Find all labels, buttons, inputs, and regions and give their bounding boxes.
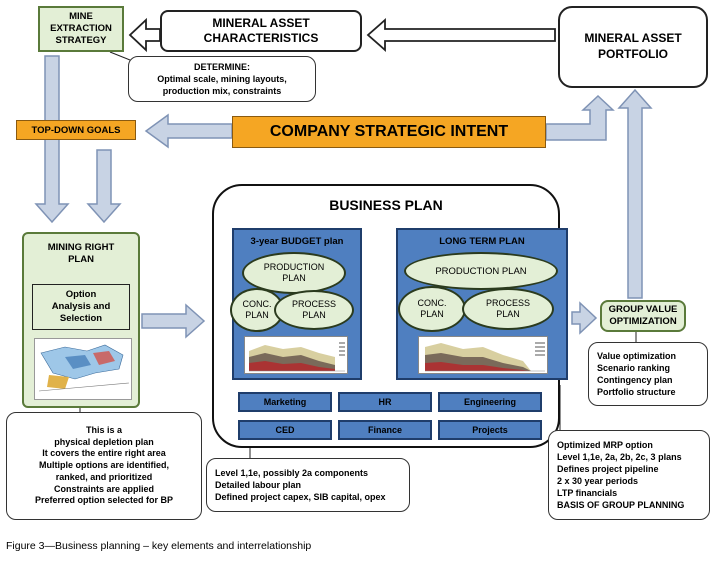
budget-note-2: Detailed labour plan (215, 479, 302, 490)
mine-extraction-line3: STRATEGY (55, 34, 107, 46)
budget-process-line1: PROCESS (291, 299, 336, 310)
budget-production-line1: PRODUCTION (263, 262, 325, 273)
longterm-production-plan: PRODUCTION PLAN (404, 252, 558, 290)
long-term-plan-box: LONG TERM PLAN PRODUCTION PLAN CONC. PLA… (396, 228, 568, 380)
dept-engineering: Engineering (438, 392, 542, 412)
budget-note-1: Level 1,1e, possibly 2a components (215, 467, 369, 478)
mining-map-thumbnail (34, 338, 132, 400)
portfolio-line1: MINERAL ASSET (584, 31, 682, 46)
longterm-production-label: PRODUCTION PLAN (435, 265, 527, 277)
top-down-goals-label: TOP-DOWN GOALS (31, 124, 121, 136)
long-term-plan-title: LONG TERM PLAN (439, 235, 525, 247)
business-plan-title: BUSINESS PLAN (329, 197, 443, 213)
option-analysis-box: Option Analysis and Selection (32, 284, 130, 330)
option-line3: Selection (59, 312, 103, 324)
group-value-line1: GROUP VALUE (608, 304, 678, 316)
group-note-3: Contingency plan (597, 375, 673, 385)
arrow-goals-down (86, 149, 122, 224)
group-value-optimization-box: GROUP VALUE OPTIMIZATION (600, 300, 686, 332)
dept-hr: HR (338, 392, 432, 412)
option-line2: Analysis and (51, 301, 111, 313)
budget-production-plan: PRODUCTION PLAN (242, 252, 346, 294)
depletion-note-2: physical depletion plan (54, 436, 154, 447)
budget-chart-thumbnail (244, 336, 348, 374)
mrp-note-5: LTP financials (557, 488, 618, 499)
arrow-portfolio-to-characteristics (366, 18, 556, 52)
depletion-note-5: ranked, and prioritized (55, 471, 153, 482)
depletion-notes: This is a physical depletion plan It cov… (6, 412, 202, 520)
group-value-notes: Value optimization Scenario ranking Cont… (588, 342, 708, 406)
arrow-group-up (617, 88, 653, 299)
group-note-4: Portfolio structure (597, 387, 676, 398)
longterm-process-line2: PLAN (496, 309, 520, 319)
mrp-note-4: 2 x 30 year periods (557, 476, 639, 486)
mineral-asset-characteristics-box: MINERAL ASSET CHARACTERISTICS (160, 10, 362, 52)
budget-process-line2: PLAN (302, 310, 326, 320)
longterm-process-plan: PROCESS PLAN (462, 288, 554, 330)
mine-extraction-line2: EXTRACTION (50, 23, 112, 35)
mine-extraction-strategy-box: MINE EXTRACTION STRATEGY (38, 6, 124, 52)
longterm-conc-line2: PLAN (420, 309, 444, 319)
budget-conc-line2: PLAN (245, 310, 269, 320)
portfolio-line2: PORTFOLIO (598, 47, 668, 61)
mining-right-plan-title: MINING RIGHT PLAN (24, 240, 138, 268)
arrow-longterm-to-group (571, 301, 598, 335)
mrp-note-1: Optimized MRP option (557, 439, 653, 450)
mining-right-plan-box: MINING RIGHT PLAN Option Analysis and Se… (22, 232, 140, 408)
top-down-goals-box: TOP-DOWN GOALS (16, 120, 136, 140)
company-strategic-intent-box: COMPANY STRATEGIC INTENT (232, 116, 546, 148)
longterm-conc-line1: CONC. (417, 298, 447, 309)
mining-right-line2: PLAN (68, 254, 94, 265)
figure-caption: Figure 3—Business planning – key element… (6, 540, 312, 552)
budget-note-3: Defined project capex, SIB capital, opex (215, 492, 386, 503)
mrp-note-6: BASIS OF GROUP PLANNING (557, 500, 685, 511)
longterm-conc-plan: CONC. PLAN (398, 286, 466, 332)
mining-right-line1: MINING RIGHT (47, 242, 115, 254)
determine-line3: production mix, constraints (162, 86, 282, 97)
depletion-note-6: Constraints are applied (53, 483, 155, 494)
budget-chart-graphic (249, 342, 345, 372)
determine-note: DETERMINE: Optimal scale, mining layouts… (128, 56, 316, 102)
longterm-process-line1: PROCESS (485, 298, 530, 309)
budget-plan-title: 3-year BUDGET plan (250, 235, 344, 247)
mrp-note-3: Defines project pipeline (557, 463, 659, 474)
group-note-1: Value optimization (597, 350, 677, 361)
budget-plan-box: 3-year BUDGET plan PRODUCTION PLAN CONC.… (230, 228, 362, 380)
group-note-2: Scenario ranking (597, 362, 671, 373)
characteristics-line1: MINERAL ASSET (212, 16, 310, 30)
dept-ced: CED (238, 420, 332, 440)
arrow-mrp-to-budget (141, 303, 206, 339)
mrp-notes: Optimized MRP option Level 1,1e, 2a, 2b,… (548, 430, 710, 520)
arrow-intent-to-goals (144, 113, 233, 149)
dept-finance: Finance (338, 420, 432, 440)
budget-production-line2: PLAN (282, 273, 306, 283)
arrow-characteristics-to-extraction (128, 17, 161, 53)
budget-process-plan: PROCESS PLAN (274, 290, 354, 330)
mineral-asset-portfolio-box: MINERAL ASSET PORTFOLIO (558, 6, 708, 88)
longterm-chart-graphic (425, 342, 545, 372)
determine-line2: Optimal scale, mining layouts, (157, 73, 287, 84)
determine-line1: DETERMINE: (194, 61, 250, 72)
depletion-note-3: It covers the entire right area (42, 448, 166, 459)
mrp-note-2: Level 1,1e, 2a, 2b, 2c, 3 plans (557, 451, 682, 462)
arrow-intent-to-portfolio (545, 94, 615, 141)
dept-projects: Projects (438, 420, 542, 440)
depletion-note-1: This is a (85, 425, 122, 436)
budget-notes: Level 1,1e, possibly 2a components Detai… (206, 458, 410, 512)
depletion-note-4: Multiple options are identified, (38, 460, 169, 471)
mine-extraction-line1: MINE (69, 11, 93, 23)
option-line1: Option (65, 289, 97, 301)
group-value-line2: OPTIMIZATION (609, 316, 677, 327)
dept-marketing: Marketing (238, 392, 332, 412)
company-strategic-intent-label: COMPANY STRATEGIC INTENT (269, 123, 509, 140)
depletion-note-7: Preferred option selected for BP (34, 495, 174, 506)
mining-map-graphic (38, 344, 130, 392)
budget-conc-line1: CONC. (242, 299, 272, 310)
longterm-chart-thumbnail (418, 336, 548, 374)
characteristics-line2: CHARACTERISTICS (203, 31, 319, 45)
